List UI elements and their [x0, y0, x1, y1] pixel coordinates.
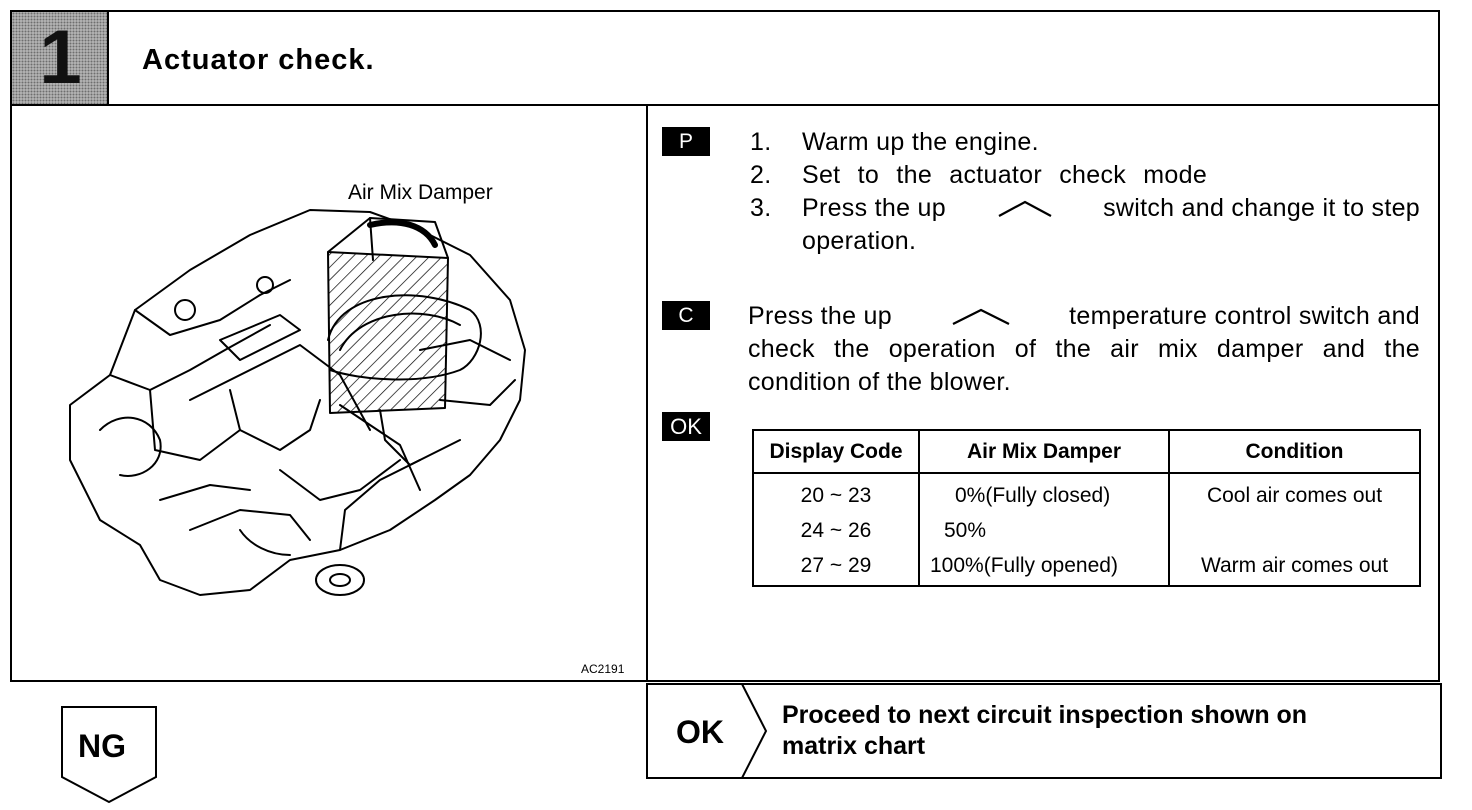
ok-chevron-icon — [741, 684, 768, 778]
step-row: 3. Press the up switch and change it to … — [750, 192, 1420, 225]
table-cell: Cool air comes out — [1206, 484, 1383, 507]
step-row: 2. Set to the actuator check mode — [750, 159, 1420, 192]
result-table — [752, 429, 1421, 587]
step-text: switch and change it to step — [1103, 194, 1420, 222]
table-header: Condition — [1245, 440, 1344, 463]
column-divider — [646, 106, 648, 682]
page-title: Actuator check. — [142, 44, 375, 76]
table-cell: Warm air comes out — [1200, 554, 1389, 577]
up-arrow-icon — [997, 200, 1052, 217]
engine-illustration — [69, 209, 526, 596]
step-row: operation. — [750, 225, 1420, 258]
table-cell: 20 ~ 23 — [800, 484, 872, 507]
ok-instruction-line: Proceed to next circuit inspection shown… — [782, 701, 1308, 729]
ok-instruction-line: matrix chart — [782, 732, 926, 760]
content-frame — [10, 10, 1440, 682]
table-cell: 24 ~ 26 — [800, 519, 872, 542]
prep-tag: P — [662, 127, 710, 156]
check-tag: C — [662, 301, 710, 330]
table-header: Air Mix Damper — [966, 440, 1122, 463]
ok-result-box — [646, 683, 1442, 779]
ok-instruction: Proceed to next circuit inspection shown… — [782, 700, 1307, 762]
table-header-row — [752, 429, 1421, 474]
ng-arrow-icon — [61, 706, 157, 804]
table-divider — [1168, 429, 1170, 587]
step-text: Set to the actuator check mode — [802, 161, 1208, 189]
step-text: operation. — [802, 227, 917, 255]
step-number: 1. — [750, 128, 772, 156]
header-bar — [10, 10, 1440, 106]
step-number: 1 — [39, 15, 82, 100]
table-cell: 0%(Fully closed) — [955, 484, 1111, 507]
figure-label: Air Mix Damper — [348, 181, 493, 204]
step-text: Warm up the engine. — [802, 128, 1039, 156]
check-line: Press the up — [748, 302, 892, 330]
step-row: 1. Warm up the engine. — [750, 126, 1420, 159]
table-cell: 27 ~ 29 — [800, 554, 872, 577]
check-line: check the operation of the air mix dampe… — [748, 335, 1420, 363]
step-number: 2. — [750, 161, 772, 189]
check-text: Press the up temperature control switch … — [748, 300, 1420, 399]
up-arrow-icon — [952, 308, 1010, 325]
table-cell: 100%(Fully opened) — [930, 554, 1118, 577]
step-text: Press the up — [802, 194, 946, 222]
ok-tag: OK — [662, 412, 710, 441]
figure-code: AC2191 — [581, 662, 625, 676]
check-line: temperature control switch and — [1069, 302, 1420, 330]
check-line: condition of the blower. — [748, 368, 1011, 396]
ok-label: OK — [676, 714, 724, 750]
step-number-box — [12, 12, 109, 104]
procedure-steps: 1. Warm up the engine. 2. Set to the act… — [750, 126, 1420, 258]
table-cell: 50% — [944, 519, 987, 542]
step-number: 3. — [750, 194, 772, 222]
ng-label: NG — [78, 728, 126, 764]
table-header: Display Code — [769, 440, 903, 463]
table-divider — [918, 429, 920, 587]
